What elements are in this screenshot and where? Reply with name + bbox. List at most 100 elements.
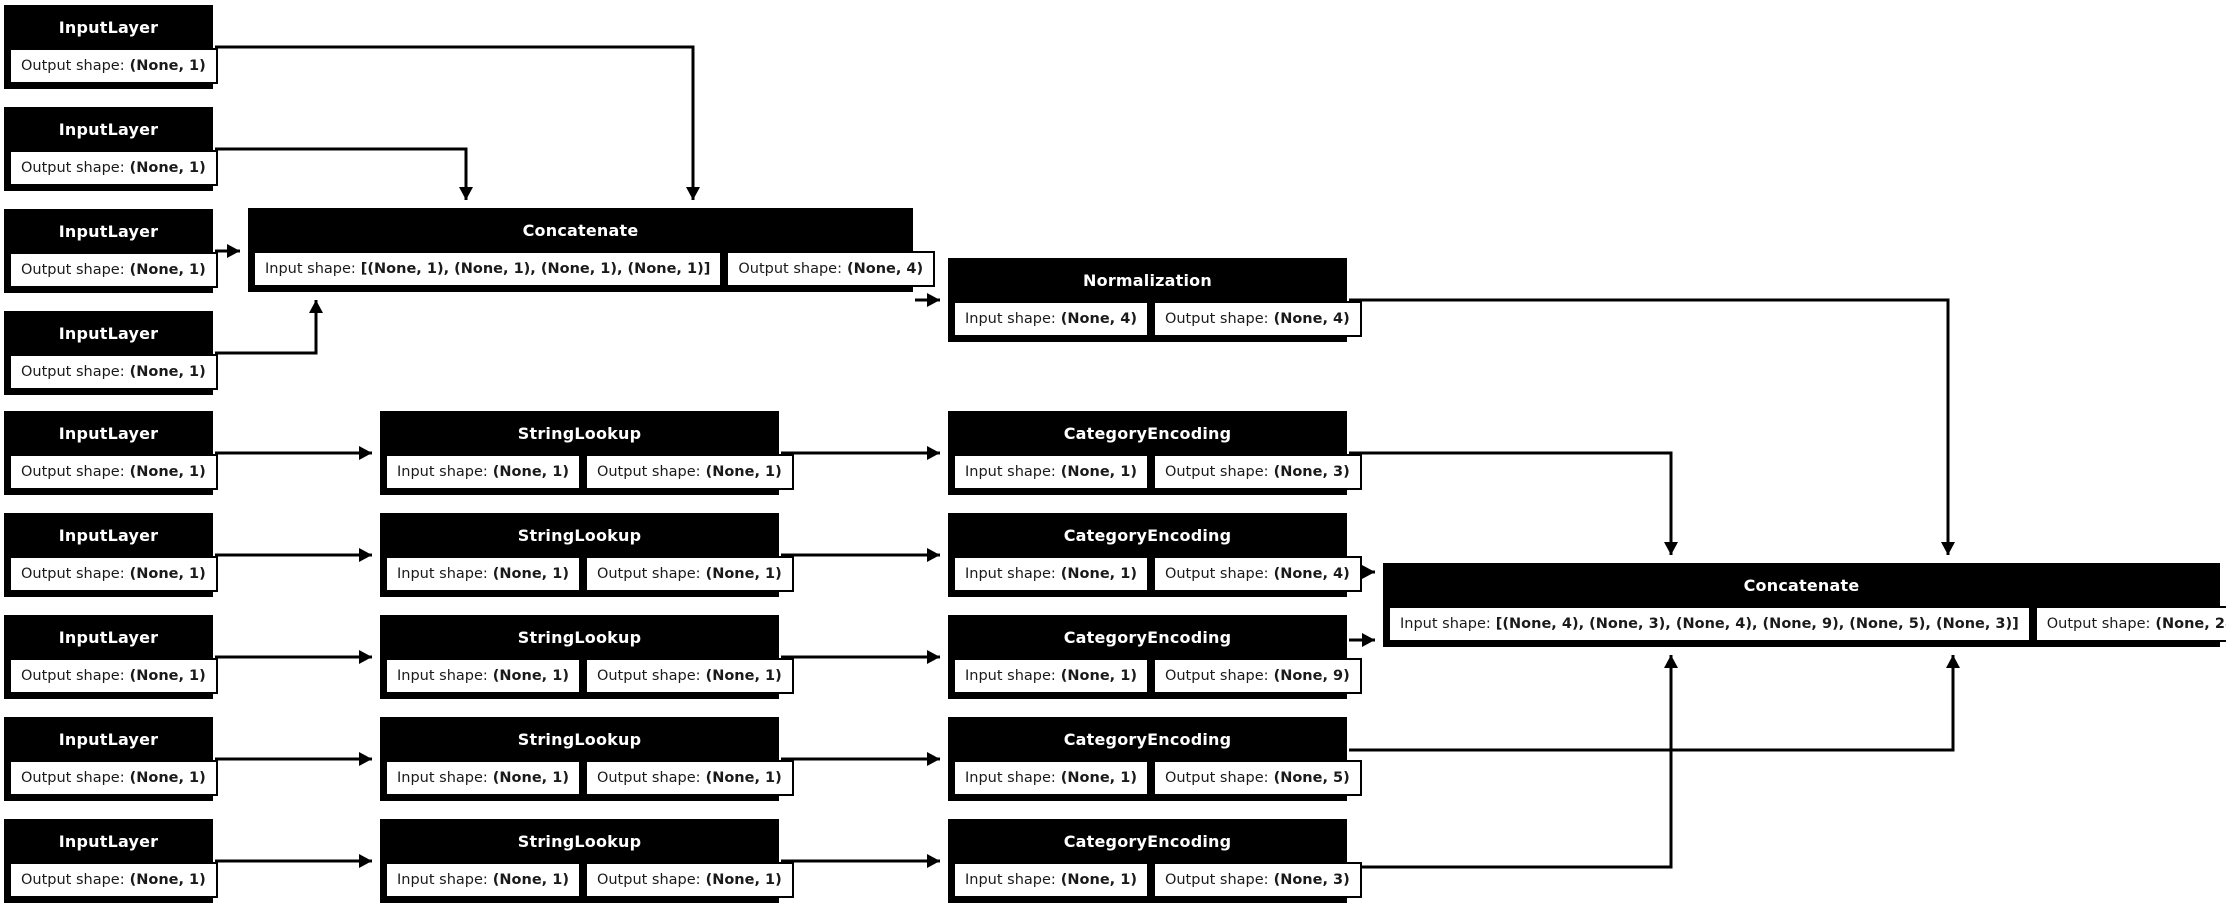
edge-e_lookup1_cat1 (781, 446, 940, 460)
node-output-shape-concat_all: Output shape:(None, 28) (2034, 606, 2226, 642)
edge-e_in1_concat (215, 45, 700, 200)
node-title-input_1: InputLayer (6, 7, 211, 47)
edge-e_in5_lookup1 (215, 446, 372, 460)
edge-e_lookup3_cat3 (781, 650, 940, 664)
node-shapes-concat_all: Input shape:[(None, 4), (None, 3), (None… (1385, 605, 2226, 645)
node-title-catenc_2: CategoryEncoding (950, 515, 1345, 555)
node-shapes-lookup_1: Input shape:(None, 1)Output shape:(None,… (382, 453, 794, 493)
node-shapes-concat_num: Input shape:[(None, 1), (None, 1), (None… (250, 250, 936, 290)
node-shapes-lookup_2: Input shape:(None, 1)Output shape:(None,… (382, 555, 794, 595)
node-output-shape-input_6: Output shape:(None, 1) (9, 556, 218, 592)
node-shapes-normalization: Input shape:(None, 4)Output shape:(None,… (950, 300, 1362, 340)
node-shapes-catenc_4: Input shape:(None, 1)Output shape:(None,… (950, 759, 1362, 799)
edge-e_in9_lookup5 (215, 854, 372, 868)
node-shapes-input_1: Output shape:(None, 1) (6, 47, 218, 87)
node-input-shape-catenc_3: Input shape:(None, 1) (953, 658, 1149, 694)
node-input-shape-normalization: Input shape:(None, 4) (953, 301, 1149, 337)
node-title-lookup_3: StringLookup (382, 617, 777, 657)
node-shapes-lookup_3: Input shape:(None, 1)Output shape:(None,… (382, 657, 794, 697)
node-shapes-input_2: Output shape:(None, 1) (6, 149, 218, 189)
node-title-input_7: InputLayer (6, 617, 211, 657)
node-shapes-catenc_3: Input shape:(None, 1)Output shape:(None,… (950, 657, 1362, 697)
edge-e_in8_lookup4 (215, 752, 372, 766)
node-title-catenc_1: CategoryEncoding (950, 413, 1345, 453)
node-shapes-catenc_5: Input shape:(None, 1)Output shape:(None,… (950, 861, 1362, 901)
node-output-shape-catenc_5: Output shape:(None, 3) (1152, 862, 1362, 898)
node-title-lookup_2: StringLookup (382, 515, 777, 555)
node-output-shape-input_8: Output shape:(None, 1) (9, 760, 218, 796)
node-input-shape-catenc_5: Input shape:(None, 1) (953, 862, 1149, 898)
edge-e_in6_lookup2 (215, 548, 372, 562)
edge-e_in4_concat (215, 300, 323, 355)
node-output-shape-lookup_4: Output shape:(None, 1) (584, 760, 794, 796)
node-title-lookup_4: StringLookup (382, 719, 777, 759)
node-shapes-input_3: Output shape:(None, 1) (6, 251, 218, 291)
node-output-shape-input_3: Output shape:(None, 1) (9, 252, 218, 288)
node-title-input_3: InputLayer (6, 211, 211, 251)
edge-e_cat1_concatall (1349, 451, 1678, 555)
node-title-concat_all: Concatenate (1385, 565, 2218, 605)
node-output-shape-catenc_3: Output shape:(None, 9) (1152, 658, 1362, 694)
node-shapes-input_4: Output shape:(None, 1) (6, 353, 218, 393)
node-shapes-input_5: Output shape:(None, 1) (6, 453, 218, 493)
node-title-input_9: InputLayer (6, 821, 211, 861)
edge-e_concat_norm (915, 293, 940, 307)
node-output-shape-catenc_2: Output shape:(None, 4) (1152, 556, 1362, 592)
node-output-shape-concat_num: Output shape:(None, 4) (726, 251, 936, 287)
node-output-shape-lookup_1: Output shape:(None, 1) (584, 454, 794, 490)
node-shapes-input_8: Output shape:(None, 1) (6, 759, 218, 799)
node-output-shape-input_9: Output shape:(None, 1) (9, 862, 218, 898)
node-shapes-lookup_5: Input shape:(None, 1)Output shape:(None,… (382, 861, 794, 901)
node-output-shape-lookup_2: Output shape:(None, 1) (584, 556, 794, 592)
edge-e_cat3_concatall (1349, 633, 1375, 647)
node-title-input_8: InputLayer (6, 719, 211, 759)
node-shapes-input_9: Output shape:(None, 1) (6, 861, 218, 901)
node-input-shape-catenc_4: Input shape:(None, 1) (953, 760, 1149, 796)
node-output-shape-normalization: Output shape:(None, 4) (1152, 301, 1362, 337)
edge-e_lookup5_cat5 (781, 854, 940, 868)
node-input-shape-lookup_1: Input shape:(None, 1) (385, 454, 581, 490)
node-title-input_2: InputLayer (6, 109, 211, 149)
node-title-lookup_1: StringLookup (382, 413, 777, 453)
node-input-shape-catenc_2: Input shape:(None, 1) (953, 556, 1149, 592)
node-title-normalization: Normalization (950, 260, 1345, 300)
node-output-shape-lookup_3: Output shape:(None, 1) (584, 658, 794, 694)
node-shapes-input_6: Output shape:(None, 1) (6, 555, 218, 595)
node-title-input_5: InputLayer (6, 413, 211, 453)
edge-e_in7_lookup3 (215, 650, 372, 664)
node-output-shape-input_7: Output shape:(None, 1) (9, 658, 218, 694)
node-output-shape-catenc_4: Output shape:(None, 5) (1152, 760, 1362, 796)
node-shapes-lookup_4: Input shape:(None, 1)Output shape:(None,… (382, 759, 794, 799)
node-title-catenc_5: CategoryEncoding (950, 821, 1345, 861)
node-title-concat_num: Concatenate (250, 210, 911, 250)
edge-e_cat4_concatall (1349, 655, 1678, 869)
edge-e_in3_concat (215, 244, 240, 258)
node-shapes-catenc_2: Input shape:(None, 1)Output shape:(None,… (950, 555, 1362, 595)
edge-e_cat5_concatall (1349, 655, 1960, 752)
node-input-shape-catenc_1: Input shape:(None, 1) (953, 454, 1149, 490)
node-title-input_4: InputLayer (6, 313, 211, 353)
